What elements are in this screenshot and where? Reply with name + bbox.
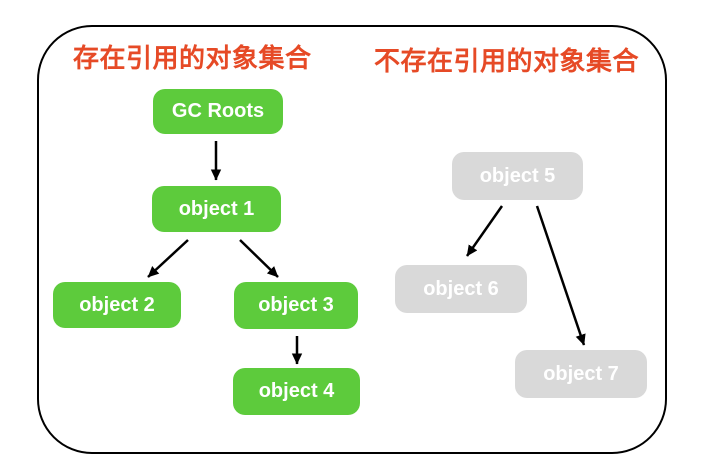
node-object-6: object 6	[395, 265, 527, 313]
node-object-3: object 3	[234, 282, 358, 329]
unreferenced-set-title: 不存在引用的对象集合	[374, 46, 640, 76]
node-gc-roots: GC Roots	[153, 89, 283, 134]
node-object-4: object 4	[233, 368, 360, 415]
node-object-7: object 7	[515, 350, 647, 398]
node-object-2: object 2	[53, 282, 181, 328]
node-object-1: object 1	[152, 186, 281, 232]
referenced-set-title: 存在引用的对象集合	[73, 43, 312, 73]
diagram-frame-border	[37, 25, 667, 454]
node-object-5: object 5	[452, 152, 583, 200]
